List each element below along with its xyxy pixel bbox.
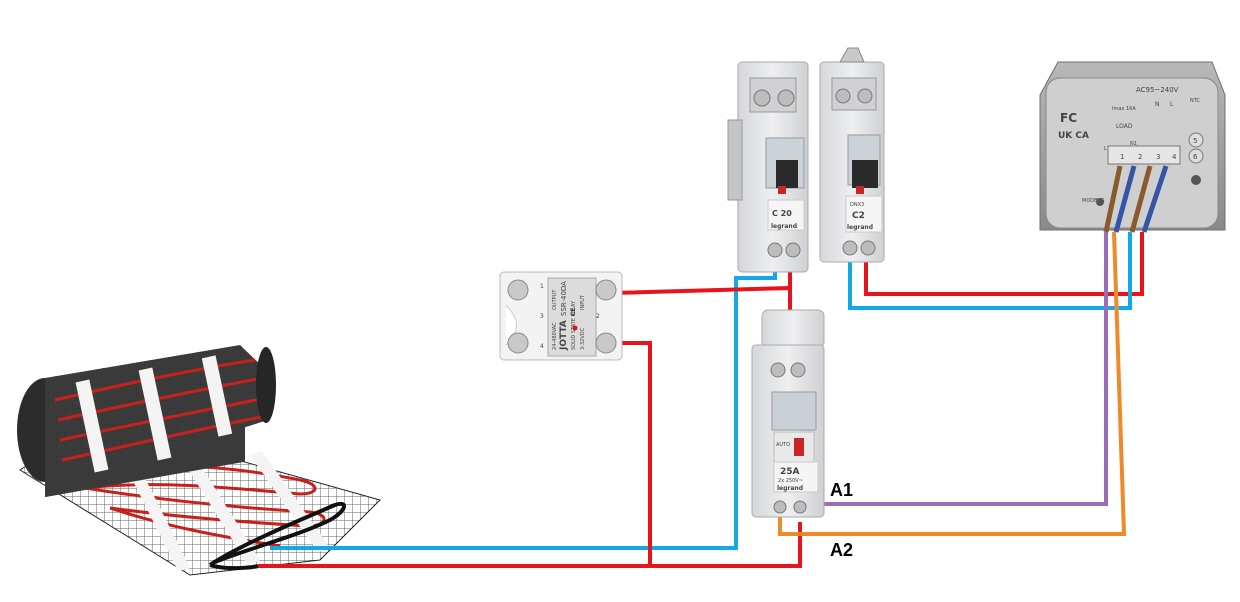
neutral-wire-thermostat — [848, 232, 1132, 310]
thermostat-terminal-1: 1 — [1120, 153, 1124, 161]
ssr-terminal-4: 4 — [540, 343, 544, 350]
thermostat-voltage: AC95~240V — [1136, 86, 1179, 94]
screw-terminal-icon — [773, 500, 787, 514]
ssr-model: SSR-40DA — [560, 281, 568, 316]
breaker-c2-rating: C2 — [852, 211, 865, 221]
screw-terminal-icon — [785, 242, 801, 258]
live-wire-ssr-out — [612, 341, 652, 566]
screw-terminal-icon — [790, 362, 806, 378]
label-a2: A2 — [830, 540, 853, 560]
screw-terminal-icon — [767, 242, 783, 258]
breaker-c2-brand: legrand — [847, 224, 873, 231]
screw-terminal-icon — [860, 240, 876, 256]
contactor-brand: legrand — [777, 485, 803, 492]
fc-mark-icon: FC — [1060, 111, 1077, 125]
screw-terminal-icon — [770, 362, 786, 378]
contactor-rating: 25A — [780, 467, 800, 477]
contactor: AUTO 25A 2x 250V~ legrand — [751, 309, 825, 518]
ssr-terminal-1: 1 — [540, 283, 544, 290]
screw-terminal-icon — [507, 332, 529, 354]
ssr-input-label: INPUT — [580, 294, 586, 310]
live-wire-thermostat — [864, 232, 1144, 296]
thermostat-module: AC95~240V FC UK CA Imax 16A LOAD L1 N1 N… — [1039, 61, 1226, 233]
thermostat-l: L — [1170, 101, 1174, 108]
screw-terminal-icon — [842, 240, 858, 256]
thermostat-n: N — [1155, 101, 1160, 108]
ssr-output-rating: 24-480VAC — [552, 322, 558, 350]
screw-terminal-icon — [595, 332, 617, 354]
ssr-subtitle: SOLID STATE RELAY — [571, 300, 577, 350]
screw-terminal-icon — [507, 279, 529, 301]
thermostat-terminal-6: 6 — [1193, 153, 1198, 161]
heating-mat — [17, 345, 381, 576]
contactor-mode: AUTO — [776, 442, 790, 448]
solid-state-relay: JOTTA SSR-40DA SOLID STATE RELAY 24-480V… — [499, 271, 623, 361]
screw-terminal-icon — [793, 500, 807, 514]
thermostat-terminal-3: 3 — [1156, 153, 1160, 161]
circuit-breaker-c2: DNX3 C2 legrand — [819, 47, 885, 263]
breaker-c20-rating: C 20 — [772, 209, 792, 218]
thermostat-load: LOAD — [1116, 123, 1133, 130]
a2-wire — [778, 231, 1127, 536]
thermostat-n1: N1 — [1130, 141, 1137, 147]
live-wire-mat — [258, 522, 802, 568]
thermostat-imax: Imax 16A — [1112, 106, 1136, 112]
thermostat-modbus: MODBUS — [1082, 198, 1104, 204]
led-icon — [572, 325, 578, 331]
ssr-output-label: OUTPUT — [552, 289, 558, 310]
ssr-brand: JOTTA — [559, 320, 569, 351]
label-a1: A1 — [830, 480, 853, 500]
breaker-c20-brand: legrand — [771, 223, 797, 230]
wires — [258, 231, 1144, 568]
circuit-breaker-c20: C 20 legrand — [727, 61, 809, 273]
ce-mark-icon: CE — [570, 307, 577, 316]
breaker-c2-type: DNX3 — [850, 202, 864, 208]
thermostat-terminal-2: 2 — [1138, 153, 1142, 161]
thermostat-terminal-5: 5 — [1193, 137, 1197, 145]
ssr-terminal-2: 2 — [596, 313, 600, 320]
ssr-terminal-3: 3 — [540, 313, 544, 320]
thermostat-ntc: NTC — [1190, 98, 1201, 104]
contactor-sub: 2x 250V~ — [778, 478, 803, 484]
screw-terminal-icon — [595, 279, 617, 301]
a1-wire — [800, 232, 1108, 506]
ssr-input-rating: 3-32VDC — [580, 327, 586, 350]
thermostat-terminal-4: 4 — [1172, 153, 1177, 161]
ukca-mark: UK CA — [1058, 131, 1089, 141]
thermostat-l1: L1 — [1104, 146, 1110, 152]
